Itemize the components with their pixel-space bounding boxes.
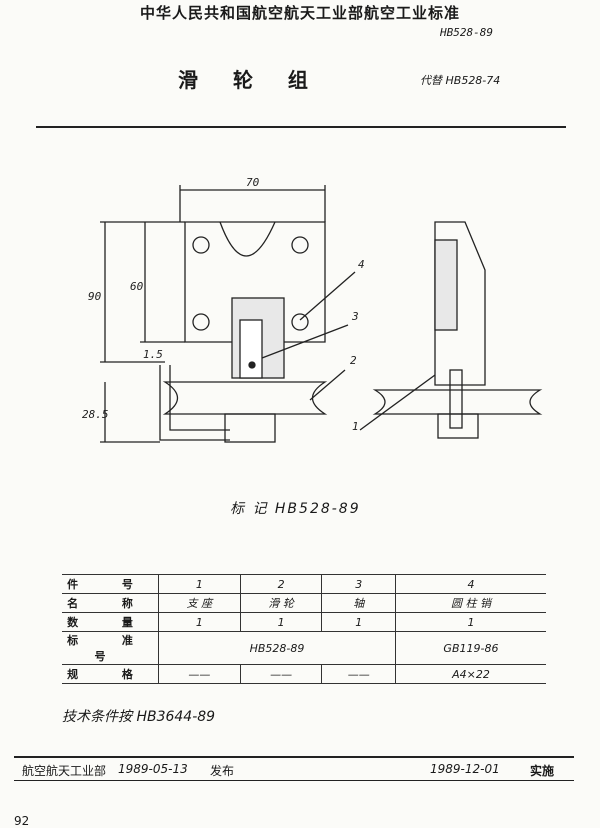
standard-number: HB528-89 (440, 26, 493, 39)
table-cell: A4×22 (394, 664, 546, 684)
table-cell: 支 座 (158, 593, 241, 613)
table-row: 标 准 号 HB528-89 GB119-86 (62, 631, 546, 665)
marking-example: 标 记 HB528-89 (230, 501, 361, 517)
table-row: 规 格 —— —— —— A4×22 (62, 664, 546, 684)
table-row: 名 称 支 座 滑 轮 轴 圆 柱 销 (62, 593, 546, 613)
table-cell: HB528-89 (158, 631, 396, 665)
publish-date: 1989-05-13 (118, 762, 188, 776)
table-cell: —— (239, 664, 323, 684)
row-label: 规 格 (62, 664, 159, 684)
standard-org-header: 中华人民共和国航空航天工业部航空工业标准 (139, 4, 460, 22)
row-label: 件 号 (62, 574, 159, 594)
dim-width: 70 (246, 176, 260, 189)
table-cell: 3 (321, 574, 396, 594)
table-row: 数 量 1 1 1 1 (62, 612, 546, 632)
replaces-standard: 代替 HB528-74 (420, 74, 501, 87)
table-cell: —— (321, 664, 396, 684)
callout-2: 2 (350, 354, 357, 367)
document-title: 滑 轮 组 (178, 68, 322, 92)
table-cell: 轴 (321, 593, 396, 613)
page-number: 92 (14, 814, 30, 828)
implement-label: 实施 (530, 764, 555, 778)
release-label: 发布 (210, 764, 235, 778)
row-label: 标 准 号 (62, 631, 159, 665)
table-row: 件 号 1 2 3 4 (62, 574, 546, 594)
footer-rule (14, 756, 574, 758)
table-cell: 1 (158, 612, 241, 632)
table-cell: 1 (158, 574, 241, 594)
technical-conditions: 技术条件按 HB3644-89 (62, 709, 216, 725)
table-cell: —— (158, 664, 241, 684)
table-cell: 圆 柱 销 (394, 593, 546, 613)
technical-drawing: 70 90 60 1.5 28.5 1 2 3 4 (82, 176, 543, 443)
table-cell: 1 (394, 612, 546, 632)
table-cell: 1 (239, 612, 323, 632)
table-cell: 2 (239, 574, 323, 594)
row-label: 名 称 (62, 593, 159, 613)
callout-1: 1 (352, 420, 359, 433)
dim-height-total: 90 (88, 290, 102, 303)
dim-bottom: 28.5 (82, 408, 109, 421)
publisher: 航空航天工业部 (22, 764, 107, 778)
implement-date: 1989-12-01 (430, 762, 500, 776)
table-cell: 4 (394, 574, 546, 594)
row-label: 数 量 (62, 612, 159, 632)
dim-height-mid: 60 (130, 280, 144, 293)
callout-4: 4 (358, 258, 365, 271)
dim-gap: 1.5 (143, 348, 163, 361)
table-cell: 1 (321, 612, 396, 632)
parts-table: 件 号 1 2 3 4 名 称 支 座 滑 轮 轴 圆 柱 销 数 量 1 1 … (62, 574, 546, 684)
table-cell: 滑 轮 (239, 593, 323, 613)
table-cell: GB119-86 (394, 631, 546, 665)
header-rule (36, 126, 566, 128)
footer-bottom-rule (14, 780, 574, 781)
callout-3: 3 (351, 310, 359, 323)
